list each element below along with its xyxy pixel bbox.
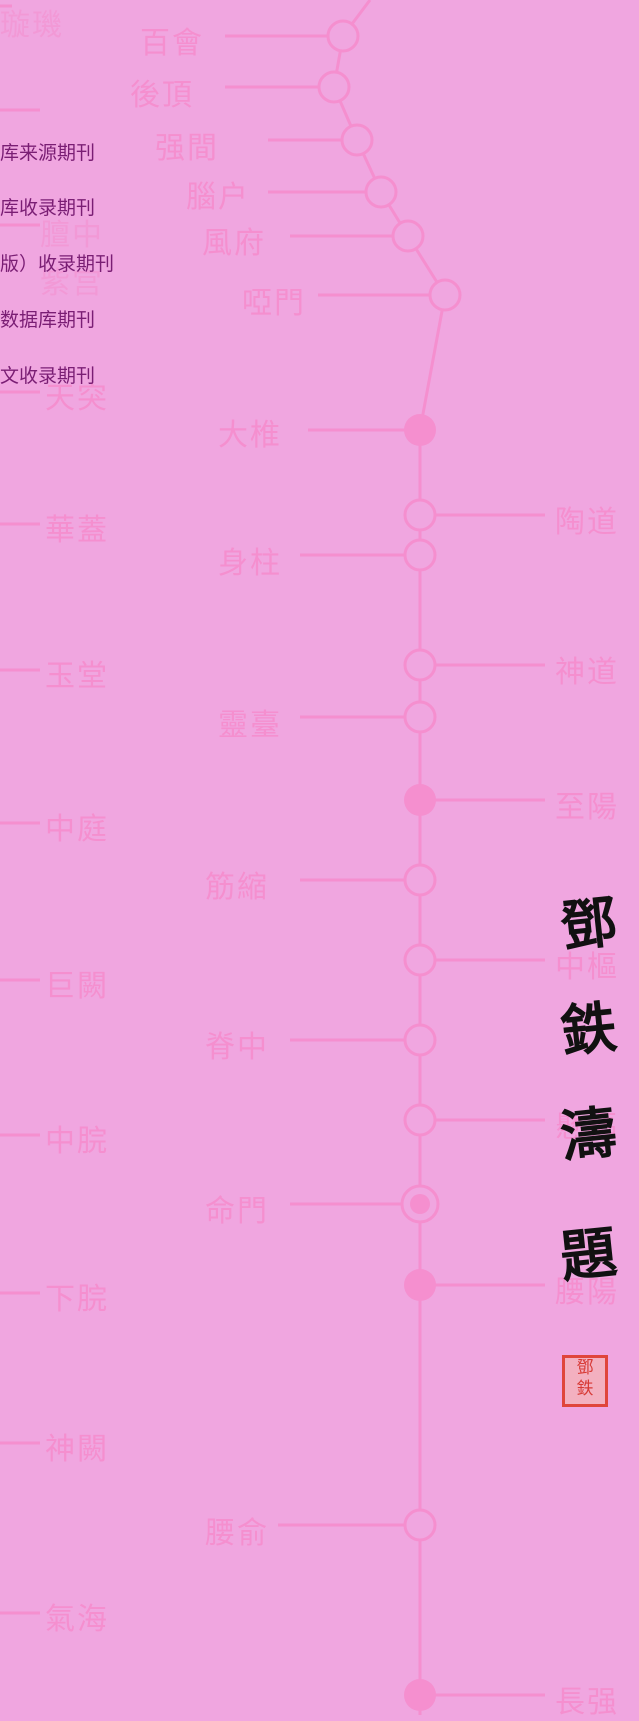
point-node [403,700,437,734]
center-left-label: 靈臺 [218,708,282,743]
point-node [403,943,437,977]
center-left-label: 强間 [155,131,219,166]
left-channel-label: 中庭 [45,812,109,847]
left-channel-label: 華蓋 [45,513,109,548]
center-right-label: 長强 [555,1685,619,1720]
center-left-label: 後頂 [130,78,194,113]
center-right-label: 懸樞 [555,1110,619,1145]
point-node [403,1103,437,1137]
index-line: 版）收录期刊 [0,253,115,275]
left-channel-label: 下脘 [45,1282,109,1317]
center-left-label: 筋縮 [205,870,269,905]
index-line: 库收录期刊 [0,197,96,219]
point-node-filled [404,1679,436,1711]
center-right-label: 中樞 [555,950,619,985]
center-left-label: 腦户 [186,180,250,215]
left-label: 紫宫 [40,266,104,301]
left-label: 璇璣 [0,8,64,43]
point-node-dot [410,1194,430,1214]
left-channel-label: 神闕 [45,1432,109,1467]
index-line: 数据库期刊 [0,309,96,331]
index-line: 文收录期刊 [0,365,96,387]
center-left-label: 脊中 [205,1030,269,1065]
left-channel-label: 中脘 [45,1124,109,1159]
point-node [403,648,437,682]
index-line: 库来源期刊 [0,142,96,164]
point-node [340,123,374,157]
signature-char: 濤 [557,1099,620,1171]
point-node [391,219,425,253]
point-node-filled [404,414,436,446]
left-channel-label: 巨闕 [45,969,109,1004]
point-node [364,175,398,209]
center-left-label: 腰俞 [205,1516,269,1551]
center-right-label: 陶道 [555,505,619,540]
point-node [403,538,437,572]
center-left-label: 百會 [140,26,204,61]
point-node-filled [404,784,436,816]
left-channel-label: 玉堂 [45,659,109,694]
signature-char: 鉄 [557,994,620,1066]
seal-char: 鄧 [576,1358,594,1378]
point-node [403,1508,437,1542]
left-channel-label: 氣海 [45,1602,109,1637]
seal-stamp: 鄧 鉄 [562,1355,608,1407]
point-node [403,1023,437,1057]
point-node [326,19,360,53]
signature-char: 題 [557,1219,620,1291]
point-node [403,863,437,897]
left-channel-label: 天突 [45,381,109,416]
seal-char: 鉄 [576,1379,594,1399]
center-right-label: 至陽 [555,790,619,825]
point-node [428,278,462,312]
signature-char: 鄧 [557,889,620,961]
center-left-label: 啞門 [242,286,306,321]
left-label: 膻中 [40,218,104,253]
center-left-label: 風府 [202,226,266,261]
center-left-label: 命門 [205,1194,269,1229]
center-left-label: 大椎 [218,418,282,453]
center-left-label: 身柱 [218,546,282,581]
point-node [317,70,351,104]
point-node [403,498,437,532]
point-node-filled [404,1269,436,1301]
center-right-label: 腰陽 [555,1275,619,1310]
center-right-label: 神道 [555,655,619,690]
